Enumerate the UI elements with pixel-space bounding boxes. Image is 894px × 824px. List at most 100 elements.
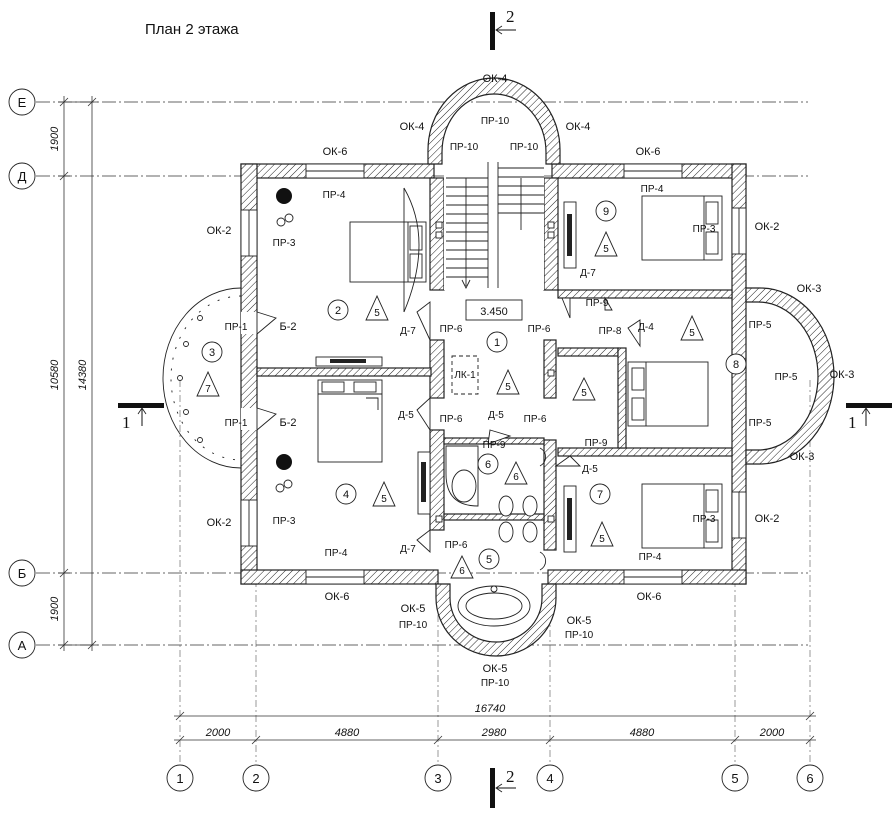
level-mark-box <box>465 299 523 321</box>
label-pr10-bottom: ПР-10 <box>481 678 510 689</box>
label-pr6-left-top: ПР-6 <box>440 324 463 335</box>
axis-label-d: Д <box>18 169 27 184</box>
toilet-4 <box>522 521 538 543</box>
label-lk1: ЛК-1 <box>454 370 476 381</box>
furniture <box>275 187 723 627</box>
dim-left-1900-top: 1900 <box>49 126 61 151</box>
room-number-3: 3 <box>209 347 215 359</box>
label-d7-room-2: Д-7 <box>400 326 416 337</box>
label-ok6-top-left: ОК-6 <box>323 146 348 158</box>
label-pr4-room-2: ПР-4 <box>323 190 346 201</box>
toilet-3 <box>498 521 514 543</box>
label-pr5-mid: ПР-5 <box>775 372 798 383</box>
doors <box>256 296 641 554</box>
finish-mark-hall: 5 <box>581 388 587 399</box>
label-pr10-right: ПР-10 <box>510 142 539 153</box>
axis-label-3: 3 <box>434 771 441 786</box>
label-b2-bottom: Б-2 <box>280 417 297 429</box>
axis-label-e: Е <box>18 95 27 110</box>
label-ok2-bottom-right: ОК-2 <box>755 513 780 525</box>
section-mark-right: 1 <box>848 413 857 432</box>
dim-left-total: 14380 <box>77 359 89 390</box>
axis-label-a: А <box>18 638 27 653</box>
label-d4-room-8: Д-4 <box>638 322 654 333</box>
label-pr10-top: ПР-10 <box>481 116 510 127</box>
label-ok6-bottom-right: ОК-6 <box>637 591 662 603</box>
axis-label-1: 1 <box>176 771 183 786</box>
section-mark-left: 1 <box>122 413 131 432</box>
axis-label-4: 4 <box>546 771 553 786</box>
label-pr6-left-bottom: ПР-6 <box>440 414 463 425</box>
label-pr1-top: ПР-1 <box>225 322 248 333</box>
label-pr10-bottom-right: ПР-10 <box>565 630 594 641</box>
label-pr5-top: ПР-5 <box>749 320 772 331</box>
label-ok4-right: ОК-4 <box>566 121 591 133</box>
room-numbers: 1 2 3 4 5 6 7 8 9 <box>201 200 747 570</box>
plan-title: План 2 этажа <box>145 21 239 38</box>
label-pr3-room-2: ПР-3 <box>273 238 296 249</box>
label-pr3-room-7: ПР-3 <box>693 514 716 525</box>
room-number-1: 1 <box>494 337 500 349</box>
finish-mark-room-6: 6 <box>513 472 519 483</box>
label-ok6-top-right: ОК-6 <box>636 146 661 158</box>
element-labels: ОК-4 ОК-4 ОК-4 ПР-10 ПР-10 ПР-10 ОК-6 ОК… <box>207 73 855 689</box>
label-pr4-room-7: ПР-4 <box>639 552 662 563</box>
column-axis-markers: 1 2 3 4 5 6 <box>166 764 824 792</box>
label-pr9-hall: ПР-9 <box>585 438 608 449</box>
label-b2-top: Б-2 <box>280 321 297 333</box>
toilet-1 <box>498 495 514 517</box>
room-number-6: 6 <box>485 459 491 471</box>
axis-label-5: 5 <box>731 771 738 786</box>
axis-label-b: Б <box>18 566 27 581</box>
room-number-7: 7 <box>597 489 603 501</box>
label-pr10-bottom-left: ПР-10 <box>399 620 428 631</box>
bathtub-corner <box>445 445 479 507</box>
finish-mark-room-5: 6 <box>459 566 465 577</box>
label-ok2-top-left: ОК-2 <box>207 225 232 237</box>
section-mark-top: 2 <box>506 7 515 26</box>
finish-mark-room-1: 5 <box>505 382 511 393</box>
finish-mark-room-4: 5 <box>381 494 387 505</box>
finish-mark-room-9: 5 <box>603 244 609 255</box>
balcony-room-3 <box>162 287 242 469</box>
label-pr4-room-4: ПР-4 <box>325 548 348 559</box>
dim-bottom-4880-left: 4880 <box>335 727 360 739</box>
label-pr9-room-9: ПР-9 <box>586 298 609 309</box>
axis-label-6: 6 <box>806 771 813 786</box>
label-d5-room-6: Д-5 <box>488 410 504 421</box>
plant-room-2 <box>276 188 292 204</box>
room-number-5: 5 <box>486 554 492 566</box>
staircase <box>444 160 544 290</box>
label-pr4-room-9: ПР-4 <box>641 184 664 195</box>
level-mark: 3.450 <box>480 306 508 318</box>
room-number-9: 9 <box>603 206 609 218</box>
label-pr5-bottom: ПР-5 <box>749 418 772 429</box>
room-number-4: 4 <box>343 489 349 501</box>
left-dimensions: 1900 10580 1900 14380 <box>49 96 98 651</box>
label-pr6-room-5: ПР-6 <box>445 540 468 551</box>
label-pr9-room-6: ПР-9 <box>483 440 506 451</box>
label-pr6-right-top: ПР-6 <box>528 324 551 335</box>
room-number-2: 2 <box>335 305 341 317</box>
building-walls <box>240 77 835 657</box>
label-ok4-left: ОК-4 <box>400 121 425 133</box>
dim-bottom-total: 16740 <box>475 703 506 715</box>
label-pr8: ПР-8 <box>599 326 622 337</box>
label-ok6-bottom-left: ОК-6 <box>325 591 350 603</box>
label-d5-room-4: Д-5 <box>398 410 414 421</box>
room-number-8: 8 <box>733 359 739 371</box>
label-ok2-top-right: ОК-2 <box>755 221 780 233</box>
bottom-dimensions: 16740 2000 4880 2980 4880 2000 <box>174 703 816 745</box>
toilet-2 <box>522 495 538 517</box>
label-ok3-top: ОК-3 <box>797 283 822 295</box>
label-d7-room-9: Д-7 <box>580 268 596 279</box>
plant-room-4 <box>276 454 292 470</box>
finish-mark-room-2: 5 <box>374 308 380 319</box>
label-ok5-left: ОК-5 <box>401 603 426 615</box>
label-ok2-bottom-left: ОК-2 <box>207 517 232 529</box>
dim-bottom-4880-right: 4880 <box>630 727 655 739</box>
label-pr1-bottom: ПР-1 <box>225 418 248 429</box>
label-d5-room-7: Д-5 <box>582 464 598 475</box>
label-pr3-room-9: ПР-3 <box>693 224 716 235</box>
